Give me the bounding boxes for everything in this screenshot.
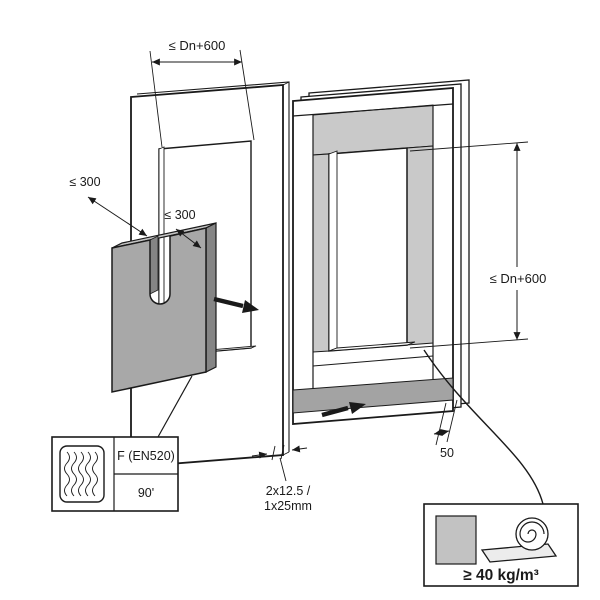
dim-layers-leader <box>279 457 287 482</box>
roll-end <box>515 517 549 551</box>
legend-board-box: F (EN520) 90' <box>51 436 179 512</box>
dim-layers-label-1: 2x12.5 / <box>266 484 311 498</box>
wool-swatch <box>435 515 477 565</box>
dim-strip-line <box>433 429 450 436</box>
dim-layers-tick-2 <box>280 444 285 460</box>
panel-edge-connector-bottom <box>282 451 290 456</box>
opening-reveal-left <box>328 150 338 352</box>
dim-offset-left-label: ≤ 300 <box>69 175 100 189</box>
wall-opening <box>328 147 408 352</box>
sill-line <box>312 355 434 367</box>
legend-board-rating: 90' <box>138 486 154 500</box>
dim-offset-left-line <box>87 196 148 237</box>
dim-top: ≤ Dn+600 <box>149 38 255 148</box>
dim-offset-right: ≤ 300 <box>164 208 202 249</box>
header-line <box>292 103 454 117</box>
hatch-line <box>78 451 84 497</box>
hatch-line <box>92 451 98 497</box>
dim-top-ext-right <box>239 49 255 141</box>
wall-assembly <box>292 79 470 425</box>
dim-top-label: ≤ Dn+600 <box>169 38 226 53</box>
wall-infill-right <box>406 145 434 346</box>
hatch-line <box>71 451 77 497</box>
insert-arrow-head <box>242 300 259 313</box>
wall-bottom-band <box>292 377 454 414</box>
dim-layers: 2x12.5 / 1x25mm <box>251 444 312 513</box>
dim-height: ≤ Dn+600 <box>409 141 551 349</box>
hatch-line <box>64 451 70 497</box>
leader-to-board-legend <box>157 375 193 438</box>
insert-arrow-1 <box>213 296 259 313</box>
legend-wool-density: ≥ 40 kg/m³ <box>463 567 539 584</box>
legend-board-standard: F (EN520) <box>117 449 175 463</box>
dim-layers-label-2: 1x25mm <box>264 499 312 513</box>
dim-layers-arrow-left <box>251 451 268 459</box>
hatch-line <box>85 451 91 497</box>
insert-arrow-2 <box>321 402 366 418</box>
dim-layers-arrow-right <box>291 445 308 453</box>
dim-strip: 50 <box>433 399 458 460</box>
dim-offset-right-label: ≤ 300 <box>164 208 195 222</box>
legend-wool-box: ≥ 40 kg/m³ <box>423 503 579 587</box>
dim-height-label: ≤ Dn+600 <box>490 271 547 286</box>
panel-edge-connector-top <box>282 81 290 86</box>
insert-arrow-icon <box>213 296 244 309</box>
wool-roll-icon <box>480 517 558 563</box>
notch-inner-face <box>149 235 159 295</box>
leader-to-wool-legend <box>423 349 544 505</box>
dim-offset-left: ≤ 300 <box>69 175 148 237</box>
dim-strip-ext-1 <box>435 402 447 446</box>
opening-reveal-bottom <box>328 341 416 352</box>
roll-spiral <box>519 521 545 543</box>
wall-infill-left <box>312 153 330 353</box>
dim-strip-label: 50 <box>440 446 454 460</box>
dim-layers-tick-1 <box>271 445 276 461</box>
dim-offset-right-line <box>175 228 202 249</box>
dim-height-label-bg <box>485 267 551 290</box>
gypsum-section-icon <box>59 445 105 503</box>
insert-arrow-head <box>349 402 366 414</box>
dim-height-ext-bottom <box>409 338 529 349</box>
insert-arrow-icon <box>321 405 349 418</box>
dim-height-ext-top <box>409 141 529 152</box>
dim-top-ext-left <box>149 50 163 148</box>
